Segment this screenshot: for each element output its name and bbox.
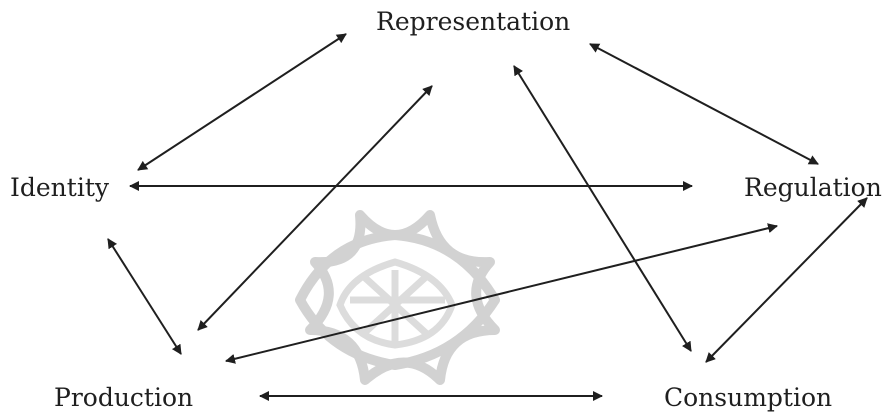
node-regulation: Regulation [744,173,882,202]
node-consumption: Consumption [664,383,832,412]
arrow-identity-production [107,238,182,355]
arrow-production-regulation [225,223,778,364]
arrow-representation-consumption [513,65,692,352]
arrow-identity-representation [137,33,347,171]
node-representation: Representation [376,7,570,36]
arrows [107,33,868,401]
node-production: Production [54,383,193,412]
node-identity: Identity [10,173,110,202]
arrow-regulation-consumption [705,197,868,363]
lotus-mandala-watermark-icon [295,210,500,385]
arrow-representation-regulation [589,43,819,165]
